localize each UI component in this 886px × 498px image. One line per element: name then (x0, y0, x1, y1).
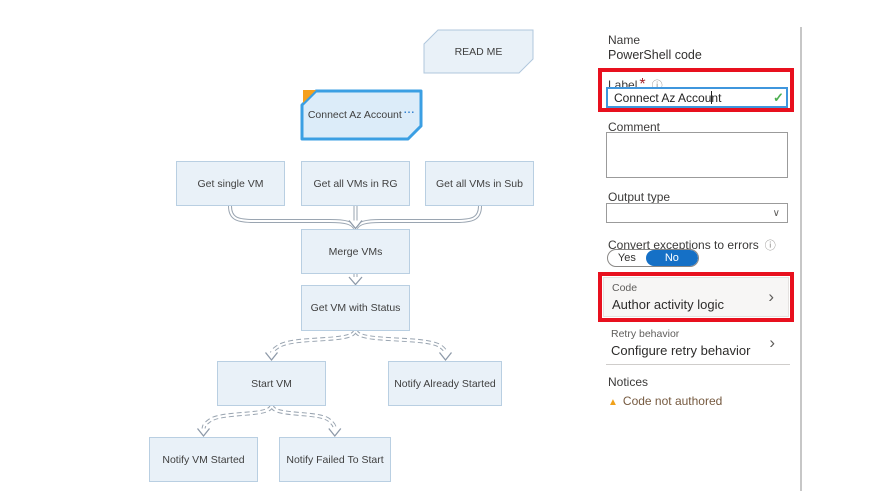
required-asterisk: * (639, 76, 646, 93)
section-divider (606, 364, 790, 365)
toggle-no-option[interactable]: No (645, 250, 698, 266)
label-input[interactable] (606, 87, 788, 108)
code-section[interactable]: Code Author activity logic › (603, 277, 789, 317)
name-label: Name (608, 33, 641, 47)
notice-row: ▲ Code not authored (608, 392, 722, 410)
node-label: Get all VMs in RG (313, 177, 398, 190)
info-icon[interactable]: ⓘ (764, 240, 776, 252)
arrowhead-icons (196, 220, 453, 438)
node-label: Notify Failed To Start (286, 453, 384, 466)
read-me-shape[interactable] (423, 29, 534, 74)
convert-exceptions-caption: Convert exceptions to errors ⓘ (608, 236, 776, 254)
node-label: Notify Already Started (394, 377, 496, 390)
node-label: Get VM with Status (310, 302, 401, 314)
node-get-vm-with-status[interactable]: Get VM with Status (301, 285, 410, 331)
code-section-label: Code (612, 282, 638, 294)
node-label: Connect Az Account (307, 109, 402, 121)
output-type-select[interactable]: ∨ (606, 203, 788, 223)
node-menu-dots-icon[interactable]: ... (403, 104, 416, 116)
warning-icon: ▲ (608, 397, 618, 408)
name-value: PowerShell code (608, 48, 702, 62)
node-get-all-vms-in-sub[interactable]: Get all VMs in Sub (425, 161, 534, 206)
flow-connectors (196, 29, 534, 438)
node-label: Merge VMs (328, 245, 383, 258)
node-label: Notify VM Started (162, 453, 245, 466)
node-merge-vms[interactable]: Merge VMs (301, 229, 410, 274)
node-notify-vm-started[interactable]: Notify VM Started (149, 437, 258, 482)
chevron-right-icon: › (769, 333, 775, 352)
node-connect-az-account[interactable]: Connect Az Account ... (302, 91, 421, 139)
info-icon[interactable]: ⓘ (651, 80, 663, 92)
retry-behavior-label: Retry behavior (611, 328, 680, 340)
node-read-me[interactable]: READ ME (424, 30, 533, 73)
chevron-down-icon: ∨ (772, 208, 780, 219)
panel-scrollbar[interactable] (800, 27, 802, 491)
comment-label: Comment (608, 120, 661, 134)
node-notify-failed-to-start[interactable]: Notify Failed To Start (279, 437, 391, 482)
code-section-value: Author activity logic (612, 297, 724, 312)
output-type-label: Output type (608, 190, 671, 204)
convert-exceptions-toggle[interactable]: Yes No (607, 249, 699, 267)
node-label: Get all VMs in Sub (436, 177, 523, 190)
node-start-vm[interactable]: Start VM (217, 361, 326, 406)
valid-check-icon: ✓ (773, 90, 784, 105)
text-cursor (711, 91, 712, 104)
convert-exceptions-label: Convert exceptions to errors (608, 238, 759, 252)
node-get-all-vms-in-rg[interactable]: Get all VMs in RG (301, 161, 410, 206)
chevron-right-icon: › (768, 287, 774, 306)
node-get-single-vm[interactable]: Get single VM (176, 161, 285, 206)
node-label: READ ME (454, 45, 503, 58)
node-notify-already-started[interactable]: Notify Already Started (388, 361, 502, 406)
node-label: Get single VM (197, 177, 264, 190)
toggle-yes-option[interactable]: Yes (617, 252, 636, 264)
comment-textarea[interactable] (606, 132, 788, 178)
retry-behavior-value: Configure retry behavior (611, 343, 751, 358)
retry-behavior-section[interactable]: Retry behavior Configure retry behavior … (603, 326, 789, 360)
notices-label: Notices (608, 375, 649, 389)
connect-az-account-shape[interactable] (300, 89, 423, 141)
node-label: Start VM (251, 377, 292, 390)
warning-corner-icon (303, 90, 316, 103)
notice-text: Code not authored (622, 394, 723, 408)
